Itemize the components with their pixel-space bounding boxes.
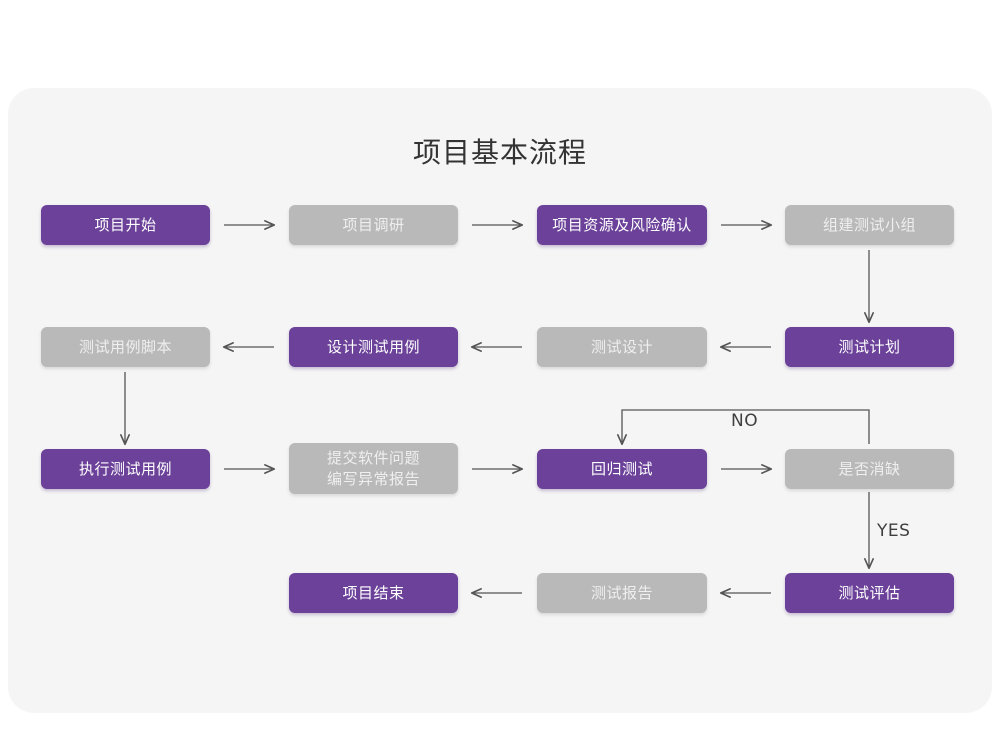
node-test-design[interactable]: 测试设计	[537, 327, 707, 367]
edge-label-yes: YES	[877, 521, 911, 541]
node-project-start[interactable]: 项目开始	[41, 205, 210, 245]
node-project-end[interactable]: 项目结束	[289, 573, 458, 613]
node-test-report[interactable]: 测试报告	[537, 573, 707, 613]
node-submit-issue-report[interactable]: 提交软件问题 编写异常报告	[289, 443, 458, 494]
node-build-test-team[interactable]: 组建测试小组	[785, 205, 954, 245]
node-design-test-case[interactable]: 设计测试用例	[289, 327, 458, 367]
node-is-defect-cleared[interactable]: 是否消缺	[785, 449, 954, 489]
node-regression-test[interactable]: 回归测试	[537, 449, 707, 489]
edge-label-no: NO	[731, 411, 759, 431]
page-title: 项目基本流程	[412, 136, 587, 169]
flowchart-canvas	[8, 88, 992, 713]
node-test-plan[interactable]: 测试计划	[785, 327, 954, 367]
node-execute-test-case[interactable]: 执行测试用例	[41, 449, 210, 489]
node-resource-risk-confirm[interactable]: 项目资源及风险确认	[537, 205, 707, 245]
node-project-research[interactable]: 项目调研	[289, 205, 458, 245]
node-test-evaluation[interactable]: 测试评估	[785, 573, 954, 613]
node-test-case-script[interactable]: 测试用例脚本	[41, 327, 210, 367]
